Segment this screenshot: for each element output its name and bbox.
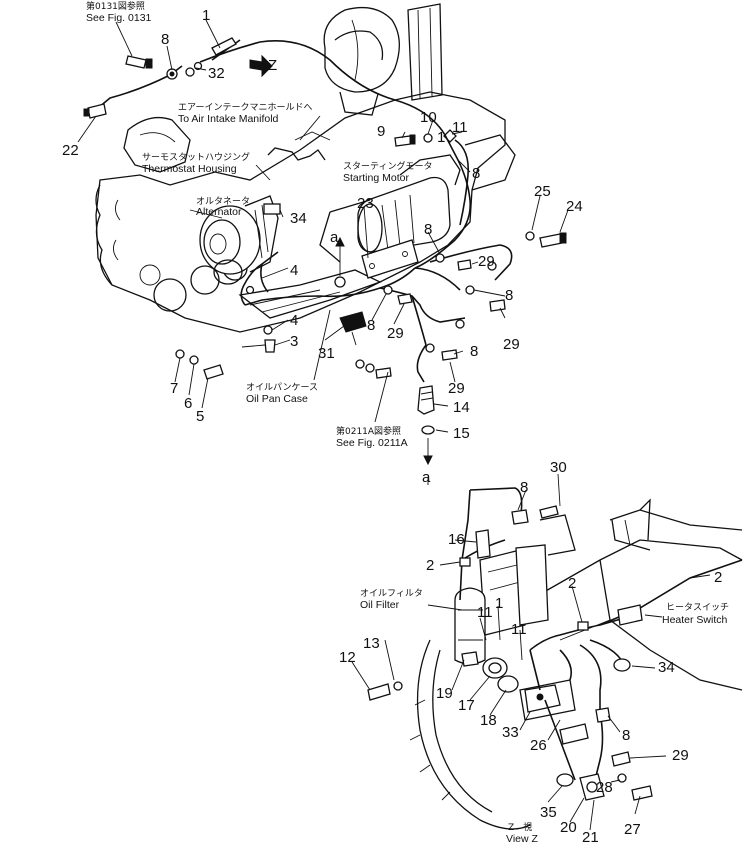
callout-32: 32 — [208, 65, 225, 82]
callout-31: 31 — [318, 345, 335, 362]
callout-4b: 4 — [290, 312, 298, 329]
callout-21: 21 — [582, 829, 599, 844]
callout-29e: 29 — [672, 747, 689, 764]
heater-switch-label-jp: ヒータスイッチ — [666, 602, 729, 613]
see-fig-0131: See Fig. 0131 — [86, 12, 152, 24]
callout-34: 34 — [290, 210, 307, 227]
callout-8b: 8 — [472, 165, 480, 182]
callout-23: 23 — [357, 195, 374, 212]
callout-26: 26 — [530, 737, 547, 754]
callout-33: 33 — [502, 724, 519, 741]
callout-17: 17 — [458, 697, 475, 714]
callout-9: 9 — [377, 123, 385, 140]
callout-a-top: a — [330, 229, 339, 246]
thermostat-label: Thermostat Housing — [142, 163, 237, 175]
see-fig-0211a-jp: 第0211A図参照 — [336, 425, 401, 437]
callout-a-bottom: a — [422, 469, 431, 486]
starter-label-jp: スターティングモータ — [343, 160, 432, 172]
see-fig-0211a: See Fig. 0211A — [336, 437, 408, 449]
callout-8h: 8 — [622, 727, 630, 744]
view-z-label-jp: Z 視 — [508, 821, 532, 833]
oil-pan-label: Oil Pan Case — [246, 393, 308, 405]
wiring-harness-top — [97, 39, 513, 383]
callout-35: 35 — [540, 804, 557, 821]
alternator-label-jp: オルタネータ — [196, 196, 250, 207]
callout-10: 10 — [420, 109, 437, 126]
callout-4: 4 — [290, 262, 298, 279]
callout-2c: 2 — [714, 569, 722, 586]
callout-11c: 11 — [511, 621, 527, 638]
callout-29a: 29 — [478, 253, 495, 270]
callout-34b: 34 — [658, 659, 675, 676]
callout-8: 8 — [161, 31, 169, 48]
callout-22: 22 — [62, 142, 79, 159]
callout-12: 12 — [339, 649, 356, 666]
callout-3: 3 — [290, 333, 298, 350]
callout-7: 7 — [170, 380, 178, 397]
callout-29d: 29 — [448, 380, 465, 397]
callout-1: 1 — [202, 7, 210, 24]
engine-block — [95, 3, 516, 346]
text-labels: 第0131図参照 See Fig. 0131 エアーインテークマニホールドへ T… — [86, 0, 729, 844]
callout-16: 16 — [448, 531, 465, 548]
callout-8g: 8 — [520, 479, 528, 496]
callout-15: 15 — [453, 425, 470, 442]
leader-lines-top — [77, 19, 569, 466]
callout-numbers: 1 8 32 Z 22 9 10 1 11 8 25 24 23 a 8 29 … — [62, 7, 722, 844]
starter-label: Starting Motor — [343, 172, 409, 184]
leader-lines-bottom — [351, 473, 711, 831]
oil-filter-label-jp: オイルフィルタ — [360, 588, 423, 599]
see-fig-0131-jp: 第0131図参照 — [86, 0, 145, 12]
callout-27: 27 — [624, 821, 641, 838]
z-arrow-label: Z — [268, 57, 277, 74]
callout-8e: 8 — [367, 317, 375, 334]
callout-11b: 11 — [477, 604, 493, 621]
callout-8c: 8 — [424, 221, 432, 238]
callout-25: 25 — [534, 183, 551, 200]
callout-5: 5 — [196, 408, 204, 425]
callout-30: 30 — [550, 459, 567, 476]
callout-8d: 8 — [505, 287, 513, 304]
oil-filter-label: Oil Filter — [360, 599, 400, 611]
callout-24: 24 — [566, 198, 583, 215]
callout-8f: 8 — [470, 343, 478, 360]
callout-1c: 1 — [495, 595, 503, 612]
callout-2b: 2 — [568, 575, 576, 592]
intake-label: To Air Intake Manifold — [178, 113, 279, 125]
heater-switch-label: Heater Switch — [662, 614, 728, 626]
callout-28: 28 — [596, 779, 613, 796]
callout-29c: 29 — [387, 325, 404, 342]
callout-18: 18 — [480, 712, 497, 729]
callout-14: 14 — [453, 399, 470, 416]
thermostat-label-jp: サーモスタットハウジング — [142, 151, 250, 163]
view-z-label: View Z — [506, 833, 538, 844]
callout-19: 19 — [436, 685, 453, 702]
callout-2: 2 — [426, 557, 434, 574]
hardware-bottom — [367, 505, 653, 801]
callout-13: 13 — [363, 635, 380, 652]
callout-6: 6 — [184, 395, 192, 412]
intake-label-jp: エアーインテークマニホールドへ — [178, 102, 312, 113]
callout-1b: 1 — [437, 129, 445, 146]
oil-pan-label-jp: オイルパンケース — [246, 382, 318, 393]
hardware-top — [83, 37, 567, 435]
callout-11: 11 — [452, 119, 468, 136]
callout-29b: 29 — [503, 336, 520, 353]
view-z-assembly — [409, 498, 743, 830]
callout-20: 20 — [560, 819, 577, 836]
alternator-label: Alternator — [196, 206, 242, 218]
